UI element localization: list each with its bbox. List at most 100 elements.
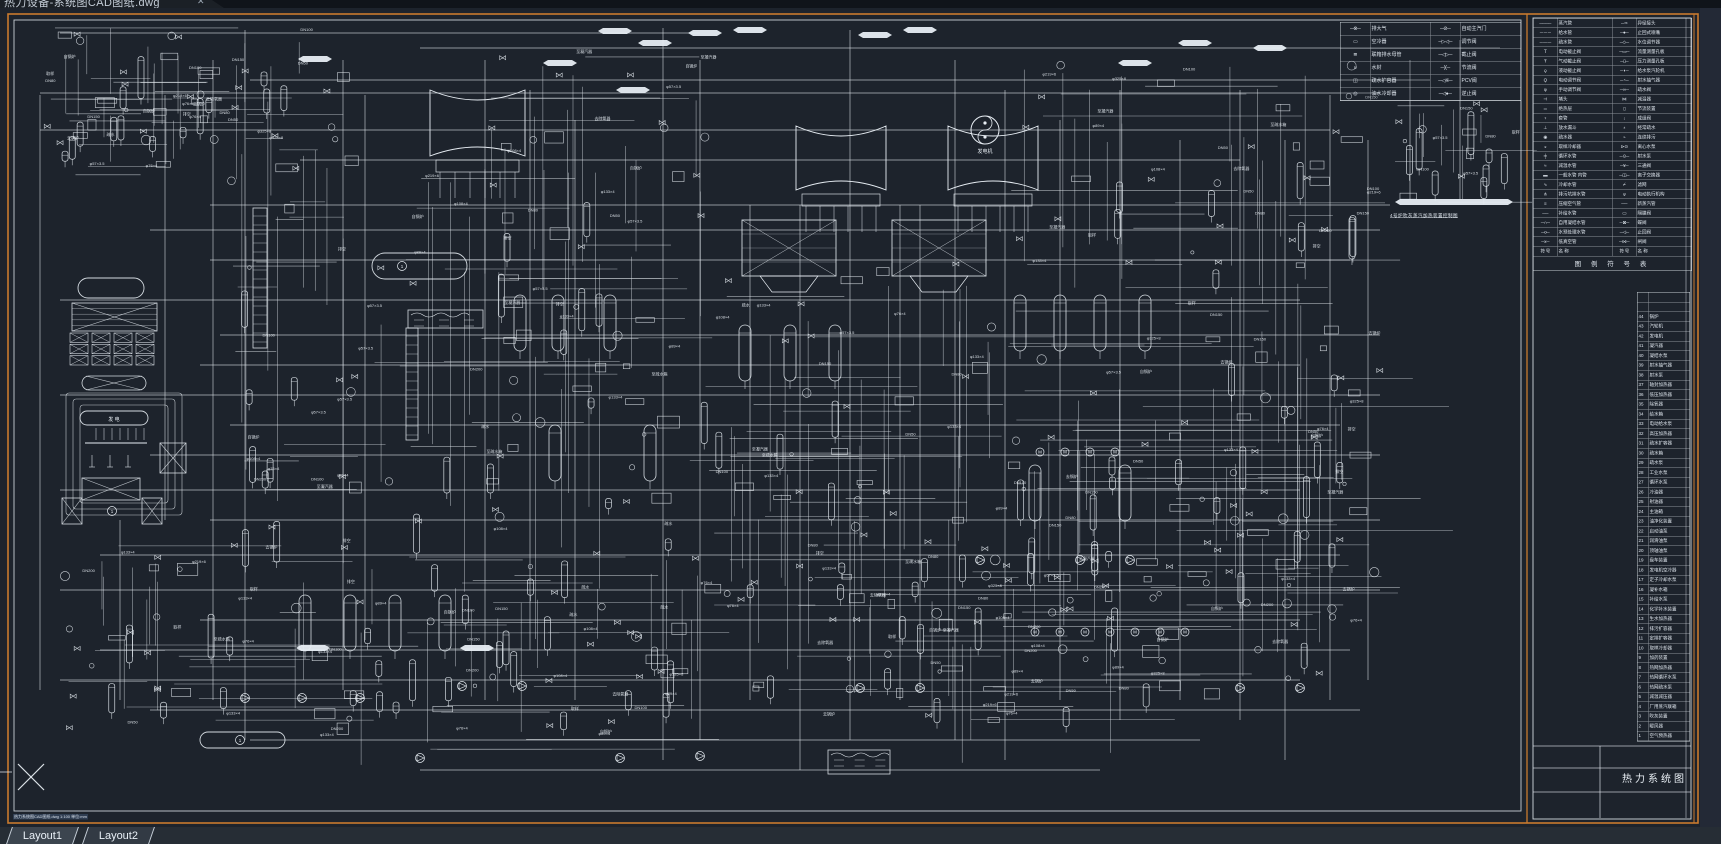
svg-text:至凝汽器: 至凝汽器 [701, 53, 717, 59]
svg-text:M: M [1083, 630, 1087, 635]
legend-symbol: ∿ [1533, 180, 1558, 190]
svg-text:自锅炉: 自锅炉 [247, 433, 259, 439]
legend-name: 水位调节器 [1636, 38, 1692, 47]
legend-name: 节流阀 [1460, 62, 1521, 75]
legend-name: 疏水器 [1557, 132, 1613, 142]
legend-name: 止回阀 [1636, 228, 1692, 237]
symbol-legend-row: ⊥放水漏斗♁经常疏水 [1533, 123, 1692, 133]
layout-tab-label: Layout1 [23, 829, 63, 842]
legend-name: 冷却水管 [1557, 180, 1613, 190]
svg-text:自锅炉: 自锅炉 [929, 626, 941, 632]
svg-text:DN200: DN200 [1024, 648, 1037, 653]
legend-name: 疏水箱 [1648, 449, 1690, 459]
svg-text:DN100: DN100 [716, 469, 729, 474]
svg-text:DN100: DN100 [262, 333, 275, 338]
svg-text:DN80: DN80 [528, 207, 539, 212]
svg-text:至疏水箱: 至疏水箱 [1270, 121, 1286, 127]
svg-text:DN100: DN100 [1183, 66, 1196, 71]
legend-symbol: ─∩─ [1533, 218, 1558, 228]
legend-symbol: 符 号 [1533, 246, 1558, 257]
symbol-legend-row: ♀套管↓成组阀 [1533, 113, 1692, 123]
legend-name: 截止阀 [1460, 49, 1521, 62]
svg-text:φ133×4: φ133×4 [226, 710, 241, 715]
legend-name: 流量测量孔板 [1636, 47, 1692, 57]
legend-name: 取样冷却器 [1557, 142, 1613, 152]
svg-text:去锅炉: 去锅炉 [1031, 678, 1043, 684]
legend-symbol: ▬ [1533, 170, 1558, 180]
legend-name: 取样冷却器 [1648, 644, 1690, 654]
legend-name: 暖风器 [1648, 722, 1690, 732]
legend-symbol: ╪ [1533, 151, 1558, 161]
symbol-legend-row: ∿冷却水管⌿滤网 [1533, 180, 1692, 190]
legend-name: 手动调节阀 [1557, 85, 1613, 95]
legend-symbol: ─▭─ [1612, 47, 1637, 57]
legend-symbol: ◒ [1533, 142, 1558, 152]
svg-text:M: M [1033, 630, 1037, 635]
svg-text:至凝汽器: 至凝汽器 [1327, 489, 1343, 495]
legend-symbol: φ [1533, 85, 1558, 95]
svg-text:φ325×8: φ325×8 [269, 135, 284, 140]
svg-text:疏水: 疏水 [664, 520, 672, 526]
svg-text:φ133×4: φ133×4 [757, 303, 772, 308]
symbol-legend-table: ────蒸汽管─⊃异径接头─ ─ ─给水管─●─止回式喷嘴─·─·─疏水管─◇─… [1533, 18, 1721, 524]
symbol-legend-row: ──补给水管▭隔膜阀 [1533, 208, 1692, 218]
legend-symbol: ⊳⊙ [1612, 142, 1637, 152]
legend-symbol: Ŧ [1533, 56, 1558, 66]
legend-symbol: ♀ [1533, 113, 1558, 123]
layout-tab-layout2[interactable]: Layout2 [82, 827, 156, 844]
legend-name: 22 [1637, 526, 1649, 537]
legend-symbol: ─◁─ [1612, 227, 1637, 237]
legend-symbol: ═ [1533, 104, 1558, 114]
tab-close-icon[interactable]: ✕ [197, 0, 205, 6]
layout-tab-layout1[interactable]: Layout1 [6, 827, 80, 844]
svg-text:φ108×4: φ108×4 [584, 626, 599, 631]
legend-name: 30 [1637, 448, 1649, 459]
symbol-legend-row: ─о─水预处理水管─◁─止回阀 [1533, 227, 1692, 237]
legend-symbol: ─ ─ ─ [1533, 28, 1558, 38]
legend-name: 联箱排水母管 [1370, 48, 1431, 62]
file-tab[interactable]: 热力设备-系统图CAD图纸.dwg ✕ [0, 0, 224, 8]
svg-text:排空: 排空 [183, 110, 191, 116]
svg-text:φ133×4: φ133×4 [560, 314, 575, 319]
svg-text:自锅炉: 自锅炉 [64, 53, 76, 59]
svg-text:DN100: DN100 [1416, 166, 1429, 171]
symbol-legend-row: ╪循环水管─⊙─射水泵 [1533, 151, 1692, 161]
svg-text:至凝汽器: 至凝汽器 [943, 627, 959, 633]
svg-text:φ57×3.5: φ57×3.5 [358, 345, 374, 350]
svg-text:φ108×4: φ108×4 [1031, 643, 1046, 648]
plot-stamp: 热力系统图CAD图纸.dwg 1:100 单位:mm [13, 814, 88, 820]
svg-text:φ133×4: φ133×4 [1281, 576, 1296, 581]
svg-text:取样: 取样 [250, 586, 258, 592]
svg-text:DN80: DN80 [45, 78, 56, 83]
legend-symbol: ≣ [1340, 48, 1371, 62]
legend-symbol: ∪ [1340, 61, 1371, 75]
legend-name: 2 [1637, 721, 1649, 732]
svg-text:M: M [1108, 630, 1112, 635]
legend-symbol: ─⊙─ [1612, 151, 1637, 161]
legend-name: 液动截止阀 [1557, 66, 1613, 76]
symbol-legend-row: ─х─低真空管─⋈─闸阀 [1533, 237, 1692, 247]
legend-name: 射水泵 [1636, 152, 1692, 161]
equipment-row [1637, 302, 1690, 312]
svg-text:φ133×4: φ133×4 [947, 424, 962, 429]
legend-name: 18 [1637, 565, 1649, 576]
legend-name: 21 [1637, 536, 1649, 546]
legend-name: 42 [1637, 331, 1649, 342]
svg-text:DN50: DN50 [1243, 188, 1254, 193]
legend-symbol: ─◖─ [1612, 66, 1637, 76]
svg-text:去锅炉: 去锅炉 [265, 544, 277, 550]
svg-text:去除氧器: 去除氧器 [612, 690, 628, 696]
legend-name: 水封 [1370, 61, 1431, 75]
svg-text:M: M [1183, 630, 1187, 635]
